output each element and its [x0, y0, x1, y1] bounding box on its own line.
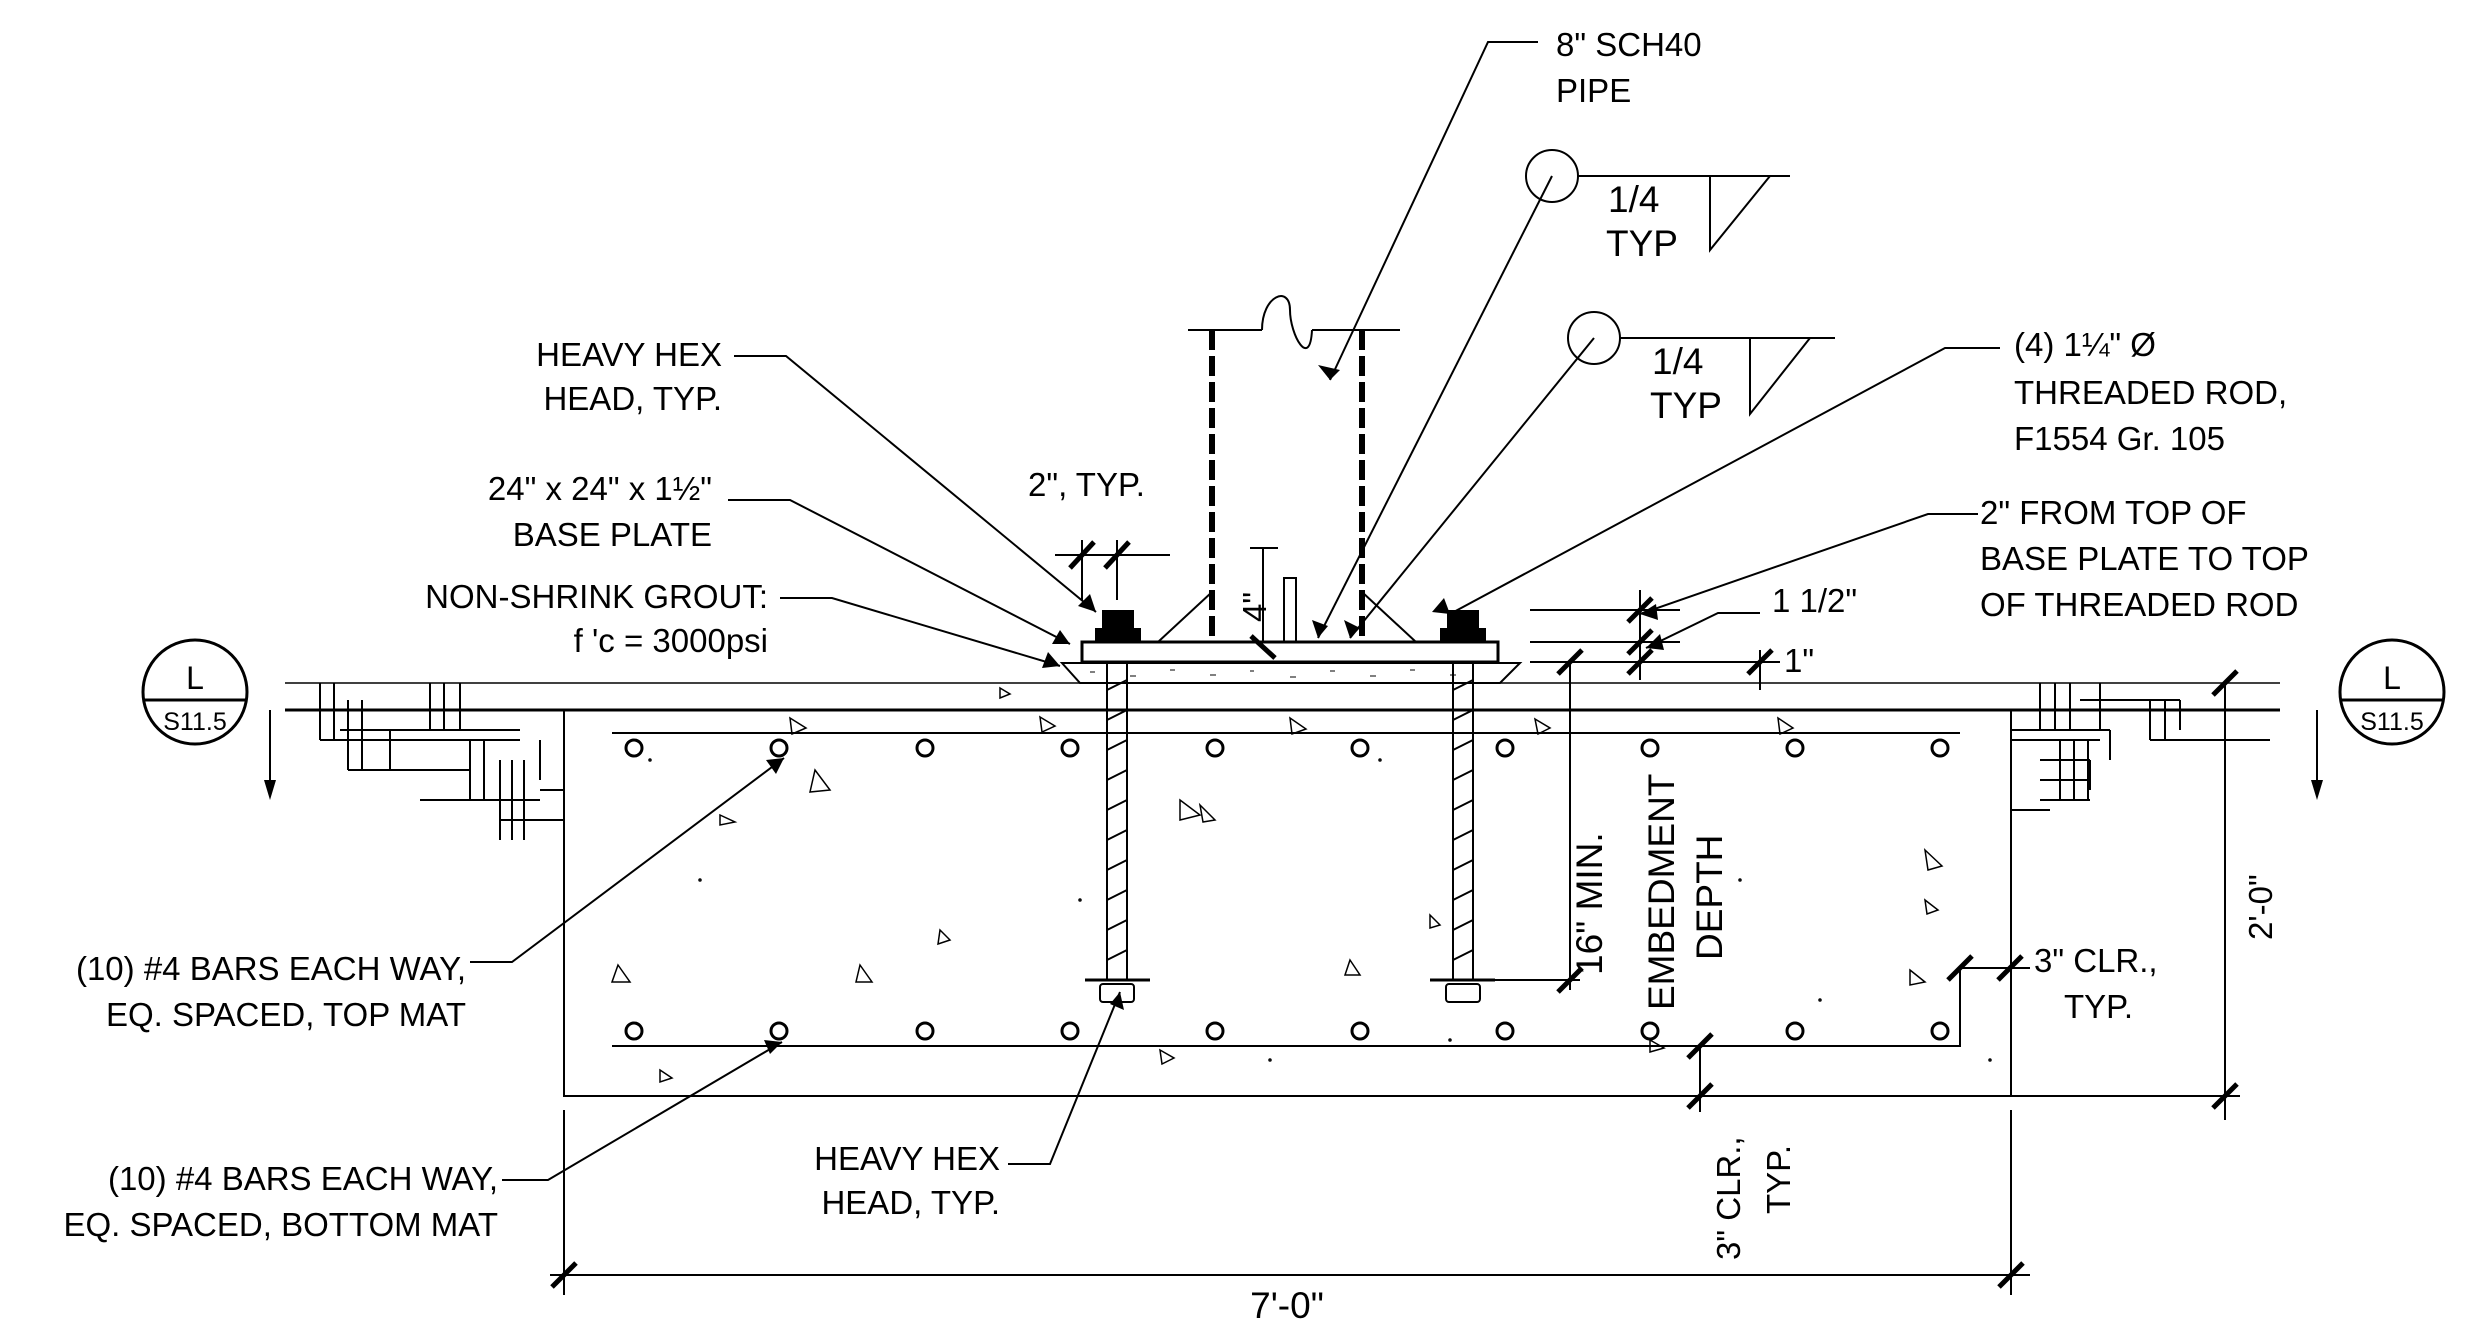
baseplate-line2: BASE PLATE: [513, 516, 712, 553]
weld-symbol-1: [1525, 149, 1790, 253]
pipe-label-line2: PIPE: [1556, 72, 1631, 109]
concrete-footing: [285, 682, 2280, 1097]
bottom-mat-rebar: [624, 1021, 1950, 1041]
rod-label-line2: THREADED ROD,: [2014, 374, 2287, 411]
rodtop-line1: 2" FROM TOP OF: [1980, 494, 2247, 531]
grout-pad: [1059, 662, 1523, 684]
weld1-typ: TYP: [1606, 223, 1678, 264]
bottom-clear-line2: TYP.: [1760, 1145, 1797, 1214]
dim-2in-typ: 2", TYP.: [1028, 466, 1145, 503]
dim-4in: 4": [1236, 592, 1273, 622]
section-cut-left: [141, 638, 276, 800]
dim-1-1-2: 1 1/2": [1772, 582, 1857, 619]
bottom-clear-line1: 3" CLR.,: [1710, 1136, 1747, 1260]
embedment-line2: EMBEDMENT: [1641, 774, 1682, 1010]
hexhead-top-line2: HEAD, TYP.: [543, 380, 722, 417]
dim-width: 7'-0": [1250, 1285, 1324, 1326]
hex-nut-right: [1440, 610, 1486, 642]
pipe-label-line1: 8" SCH40: [1556, 26, 1702, 63]
hexhead-bottom-line2: HEAD, TYP.: [821, 1184, 1000, 1221]
threaded-rod-right: [1430, 661, 1495, 1003]
top-mat-rebar: [624, 738, 1950, 758]
rodtop-line2: BASE PLATE TO TOP: [1980, 540, 2309, 577]
weld2-typ: TYP: [1650, 385, 1722, 426]
weld-symbol-2: [1567, 311, 1835, 417]
dim-depth: 2'-0": [2242, 874, 2279, 940]
rod-label-line3: F1554 Gr. 105: [2014, 420, 2225, 457]
soil-hatch-right: [2011, 683, 2270, 811]
soil-hatch-left: [319, 683, 564, 840]
section-cut-right: [2311, 638, 2446, 800]
rodtop-line3: OF THREADED ROD: [1980, 586, 2298, 623]
rod-label-line1: (4) 1¼" Ø: [2014, 326, 2156, 363]
steel-pipe: [1157, 295, 1417, 643]
leaders: [470, 41, 2000, 1181]
topmat-line2: EQ. SPACED, TOP MAT: [106, 996, 466, 1033]
baseplate-line1: 24" x 24" x 1½": [488, 470, 712, 507]
botmat-line2: EQ. SPACED, BOTTOM MAT: [63, 1206, 498, 1243]
hexhead-bottom-line1: HEAVY HEX: [814, 1140, 1000, 1177]
grout-line1: NON-SHRINK GROUT:: [425, 578, 768, 615]
side-clear-line1: 3" CLR.,: [2034, 942, 2158, 979]
botmat-line1: (10) #4 BARS EACH WAY,: [108, 1160, 498, 1197]
grout-line2: f 'c = 3000psi: [574, 622, 768, 659]
hex-nut-left: [1095, 610, 1141, 642]
weld1-size: 1/4: [1608, 179, 1659, 220]
section-mark-left-sheet: S11.5: [163, 708, 226, 736]
topmat-line1: (10) #4 BARS EACH WAY,: [76, 950, 466, 987]
section-mark-left-letter: L: [186, 660, 204, 696]
dim-1in: 1": [1784, 642, 1814, 679]
embedment-line3: DEPTH: [1689, 835, 1730, 960]
embedment-line1: 16" MIN.: [1569, 832, 1610, 975]
dimension-lines: [550, 540, 2240, 1295]
weld2-size: 1/4: [1652, 341, 1703, 382]
dimension-ticks: [550, 540, 2239, 1289]
threaded-rod-left: [1085, 661, 1150, 1003]
bottom-mat-bar: [612, 968, 1961, 1047]
base-plate: [1080, 640, 1500, 664]
hexhead-top-line1: HEAVY HEX: [536, 336, 722, 373]
section-mark-right-sheet: S11.5: [2360, 708, 2423, 736]
section-mark-right-letter: L: [2383, 660, 2401, 696]
side-clear-line2: TYP.: [2064, 988, 2133, 1025]
concrete-aggregate: [610, 686, 1992, 1084]
